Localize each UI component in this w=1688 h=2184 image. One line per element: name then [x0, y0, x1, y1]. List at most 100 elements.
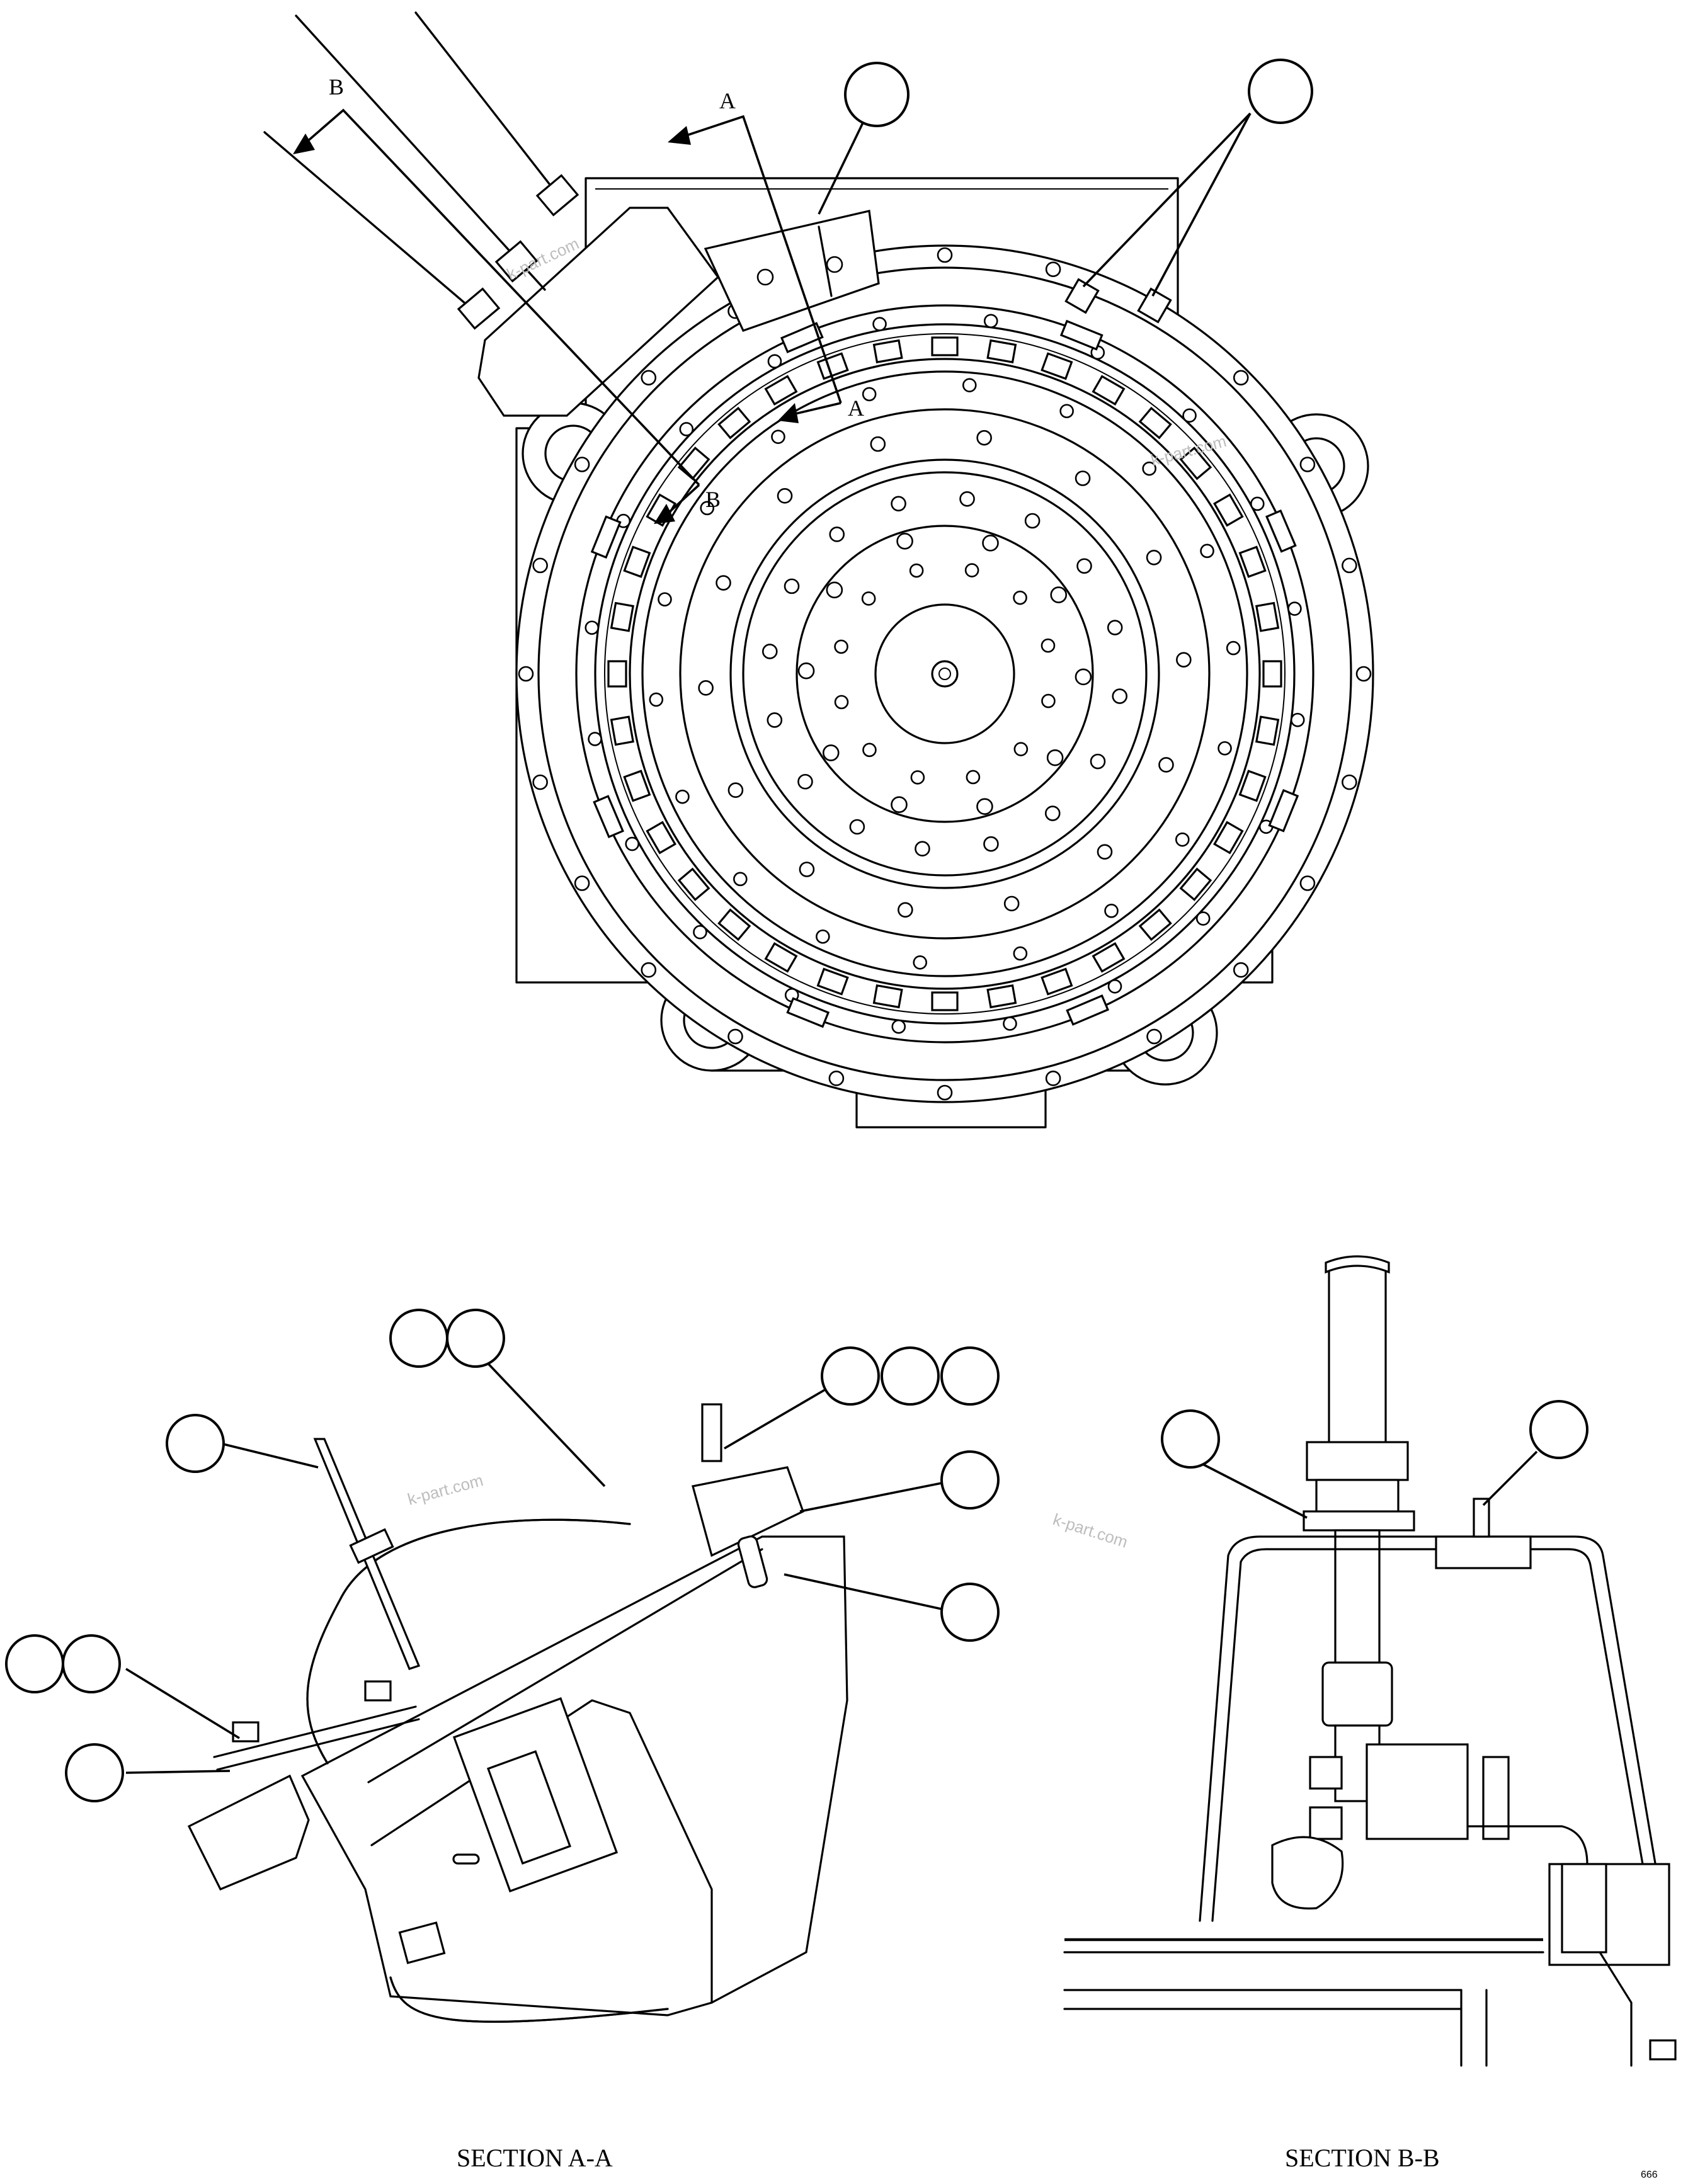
- bolt-hole: [829, 526, 845, 542]
- bolt-hole: [959, 491, 975, 507]
- bolt-hole: [641, 370, 657, 386]
- bolt-hole: [909, 563, 924, 578]
- clutch-segment: [1179, 867, 1212, 901]
- bolt-hole: [910, 770, 925, 785]
- clutch-segment: [1238, 545, 1267, 578]
- bolt-hole: [1041, 638, 1056, 653]
- retainer-tab: [1265, 509, 1297, 553]
- bolt-hole: [1290, 712, 1305, 727]
- clutch-segment: [677, 867, 710, 901]
- bolt-hole: [822, 744, 840, 761]
- bolt-hole: [1250, 496, 1265, 511]
- bolt-hole: [727, 1028, 743, 1045]
- clutch-segment: [816, 967, 849, 996]
- retainer-tab: [1268, 788, 1299, 833]
- bolt-hole: [1013, 946, 1028, 961]
- bolt-hole: [1107, 979, 1122, 994]
- bolt-hole: [1342, 774, 1357, 790]
- bolt-hole: [976, 798, 993, 815]
- bolt-hole: [1013, 742, 1029, 756]
- bolt-hole: [1299, 457, 1316, 472]
- clutch-segment: [1041, 967, 1073, 996]
- clutch-segment: [1213, 821, 1244, 855]
- callout-balloon: [844, 62, 910, 127]
- bolt-hole: [1107, 620, 1123, 635]
- bolt-holes: [518, 247, 1372, 1101]
- clutch-segment: [1041, 352, 1073, 380]
- callout-balloon: [62, 1634, 121, 1693]
- clutch-segment: [1092, 942, 1126, 973]
- bolt-hole: [828, 1071, 845, 1086]
- callout-balloon: [1161, 1409, 1220, 1469]
- bolt-hole: [1003, 896, 1020, 912]
- bolt-hole: [518, 666, 534, 682]
- bolt-hole: [1355, 666, 1372, 682]
- callout-balloon: [1529, 1400, 1588, 1459]
- bolt-hole: [1045, 1071, 1061, 1086]
- callout-balloon: [389, 1309, 448, 1368]
- bolt-hole: [767, 354, 782, 369]
- bolt-hole: [1104, 904, 1119, 918]
- callout-balloon: [881, 1346, 940, 1406]
- bolt-hole: [649, 692, 664, 707]
- watermark: k-part.com: [406, 1470, 485, 1509]
- retainer-tab: [1066, 994, 1110, 1026]
- bolt-hole: [675, 789, 690, 804]
- clutch-segment: [1138, 908, 1172, 941]
- clutch-segment: [931, 991, 959, 1011]
- bolt-hole: [872, 317, 887, 331]
- view-marker-a-upper: A: [719, 88, 736, 113]
- section-b-b-label: SECTION B-B: [1285, 2144, 1440, 2172]
- bolt-hole: [1175, 832, 1190, 847]
- bolt-hole: [1003, 1016, 1017, 1031]
- callout-balloon: [940, 1583, 1000, 1642]
- retainer-tab: [780, 322, 824, 353]
- reference-number: 666: [1641, 2170, 1658, 2180]
- bolt-hole: [891, 496, 906, 512]
- callout-balloon: [940, 1346, 1000, 1406]
- clutch-segment: [717, 406, 751, 440]
- clutch-segment: [717, 908, 751, 941]
- clutch-segment: [1092, 375, 1126, 406]
- bolt-hole: [834, 695, 849, 710]
- bolt-hole: [761, 644, 778, 659]
- callout-balloon: [940, 1450, 1000, 1510]
- bolt-hole: [700, 501, 715, 516]
- view-marker-b-lower: B: [705, 487, 721, 512]
- bolt-hole: [915, 841, 930, 857]
- retainer-tab: [593, 795, 624, 839]
- clutch-segment: [1255, 601, 1280, 632]
- bolt-hole: [1287, 601, 1302, 616]
- bolt-hole: [816, 929, 830, 944]
- view-marker-b-upper: B: [329, 74, 344, 100]
- section-arrows: A A B B: [293, 74, 864, 524]
- clutch-segment: [986, 339, 1017, 364]
- bolt-hole: [693, 924, 707, 940]
- clutch-segment: [1138, 406, 1172, 440]
- clutch-segment: [607, 660, 627, 688]
- bolt-hole: [937, 1084, 953, 1101]
- bolt-hole: [784, 578, 800, 594]
- clutch-segment: [1179, 446, 1212, 481]
- callouts-section-a-a: [5, 1309, 1000, 1802]
- bolt-hole: [1075, 668, 1092, 686]
- clutch-segment: [764, 375, 798, 406]
- bolt-hole: [1182, 408, 1197, 423]
- bolt-hole: [1050, 586, 1068, 603]
- bolt-hole: [727, 782, 744, 799]
- bolt-hole: [1200, 543, 1214, 559]
- callout-balloon: [65, 1743, 124, 1802]
- bolt-hole: [1176, 652, 1192, 668]
- bolt-hole: [834, 639, 848, 654]
- clutch-segment: [1262, 660, 1282, 688]
- clutch-segment: [986, 984, 1017, 1009]
- watermark: k-part.com: [1051, 1510, 1130, 1551]
- bolt-hole: [1233, 962, 1249, 978]
- bolt-hole: [574, 875, 590, 891]
- section-a-a-label: SECTION A-A: [457, 2144, 613, 2172]
- clutch-segment: [1238, 770, 1267, 802]
- bolt-hole: [1233, 370, 1249, 386]
- bolt-hole: [1013, 590, 1027, 605]
- bolt-hole: [1142, 461, 1156, 476]
